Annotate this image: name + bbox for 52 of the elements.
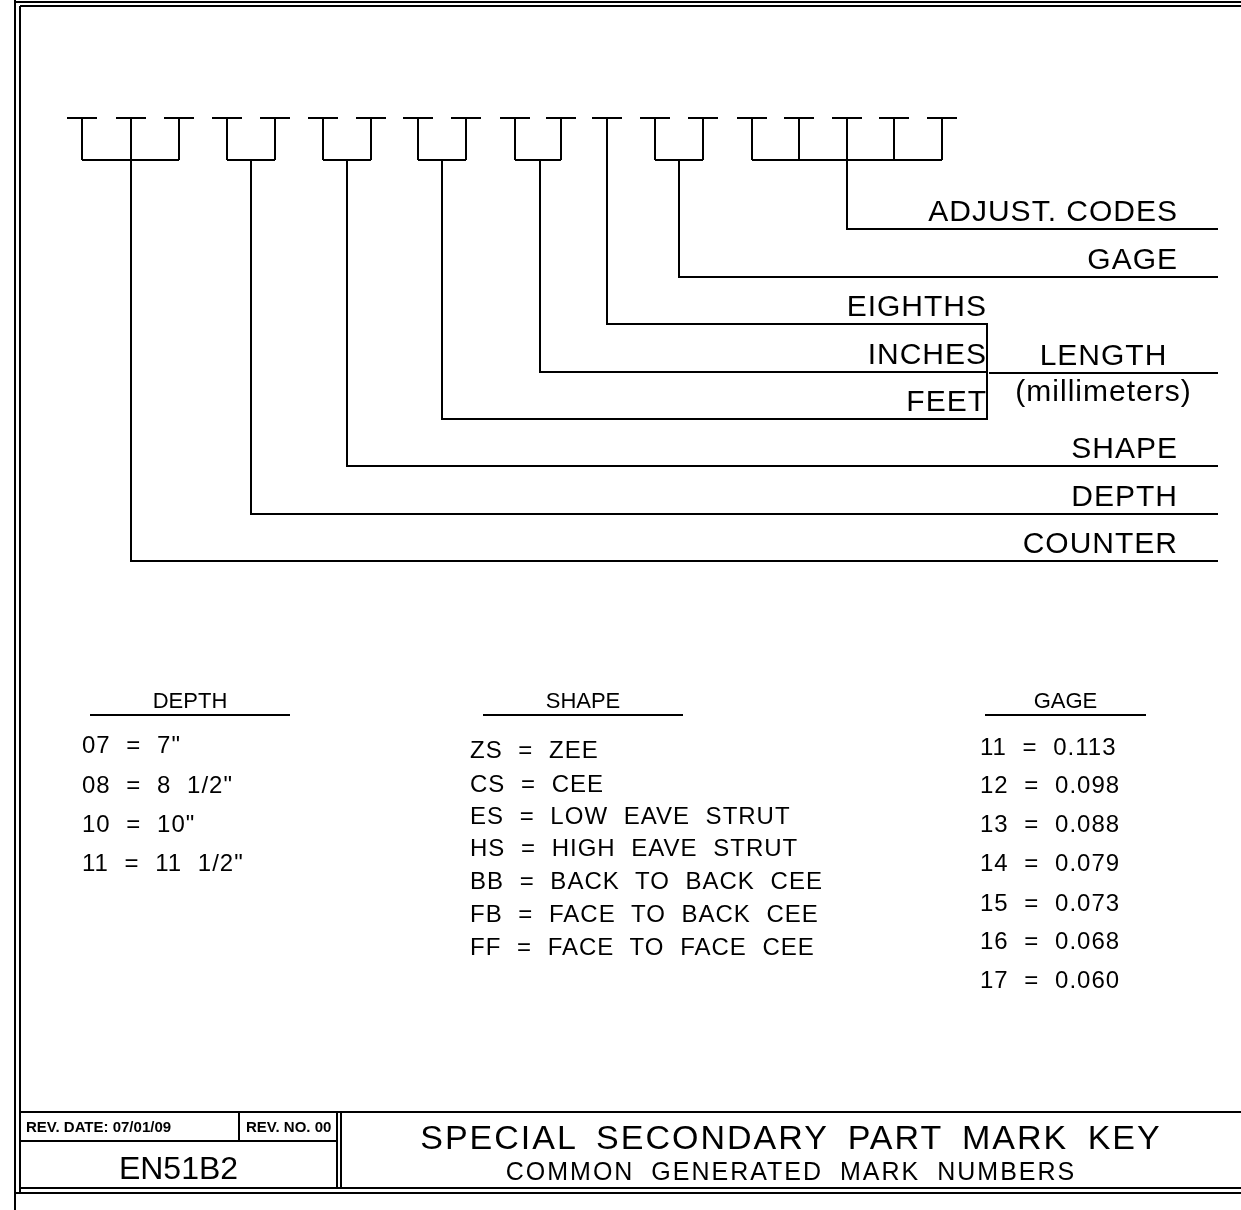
- field-label: GAGE: [1087, 242, 1218, 278]
- table-heading: DEPTH: [90, 688, 290, 716]
- code-entry: 17 = 0.060: [980, 966, 1121, 994]
- code-entry: 12 = 0.098: [980, 771, 1121, 799]
- field-label: INCHES: [867, 337, 987, 373]
- digit-bracket: [639, 117, 719, 161]
- revision-number: REV. NO. 00: [246, 1117, 332, 1136]
- drawing-title: SPECIAL SECONDARY PART MARK KEY: [419, 1118, 1163, 1156]
- code-entry: 16 = 0.068: [980, 927, 1121, 955]
- code-entry: 11 = 0.113: [980, 733, 1117, 761]
- leader-line: [678, 159, 1088, 278]
- leader-line: [606, 159, 848, 325]
- code-entry: ZS = ZEE: [470, 736, 599, 764]
- field-label: EIGHTHS: [846, 289, 987, 325]
- drawing-subtitle: COMMON GENERATED MARK NUMBERS: [504, 1157, 1078, 1186]
- code-entry: CS = CEE: [470, 770, 605, 798]
- leader-line: [441, 159, 907, 420]
- code-entry: 07 = 7": [82, 731, 181, 759]
- field-label: COUNTER: [1022, 526, 1218, 562]
- leader-line: [250, 159, 1072, 515]
- digit-bracket: [211, 117, 291, 161]
- field-label: DEPTH: [1071, 479, 1218, 515]
- code-entry: 15 = 0.073: [980, 889, 1121, 917]
- code-entry: 11 = 11 1/2": [82, 849, 244, 877]
- length-label: LENGTH: [989, 338, 1218, 374]
- leader-line: [346, 159, 1072, 467]
- revision-date: REV. DATE: 07/01/09: [26, 1117, 172, 1136]
- code-entry: BB = BACK TO BACK CEE: [470, 867, 823, 895]
- unit-label: (millimeters): [1014, 374, 1193, 408]
- code-entry: 08 = 8 1/2": [82, 771, 233, 799]
- leader-line: [846, 159, 929, 230]
- drawing-number: EN51B2: [117, 1150, 240, 1186]
- leader-line: [539, 159, 869, 373]
- code-entry: FF = FACE TO FACE CEE: [470, 933, 815, 961]
- table-heading: SHAPE: [483, 688, 683, 716]
- code-entry: 13 = 0.088: [980, 810, 1121, 838]
- digit-bracket: [66, 117, 195, 161]
- digit-bracket: [307, 117, 387, 161]
- digit-bracket: [736, 117, 958, 161]
- code-entry: ES = LOW EAVE STRUT: [470, 802, 791, 830]
- code-entry: 10 = 10": [82, 810, 196, 838]
- code-entry: 14 = 0.079: [980, 849, 1121, 877]
- digit-bracket: [402, 117, 482, 161]
- leader-line: [130, 159, 1024, 562]
- field-label: FEET: [906, 384, 987, 420]
- field-label: ADJUST. CODES: [928, 194, 1218, 230]
- digit-bracket: [499, 117, 577, 161]
- code-entry: HS = HIGH EAVE STRUT: [470, 834, 799, 862]
- digit-bracket: [591, 117, 623, 161]
- table-heading: GAGE: [985, 688, 1146, 716]
- field-label: SHAPE: [1071, 431, 1218, 467]
- code-entry: FB = FACE TO BACK CEE: [470, 900, 819, 928]
